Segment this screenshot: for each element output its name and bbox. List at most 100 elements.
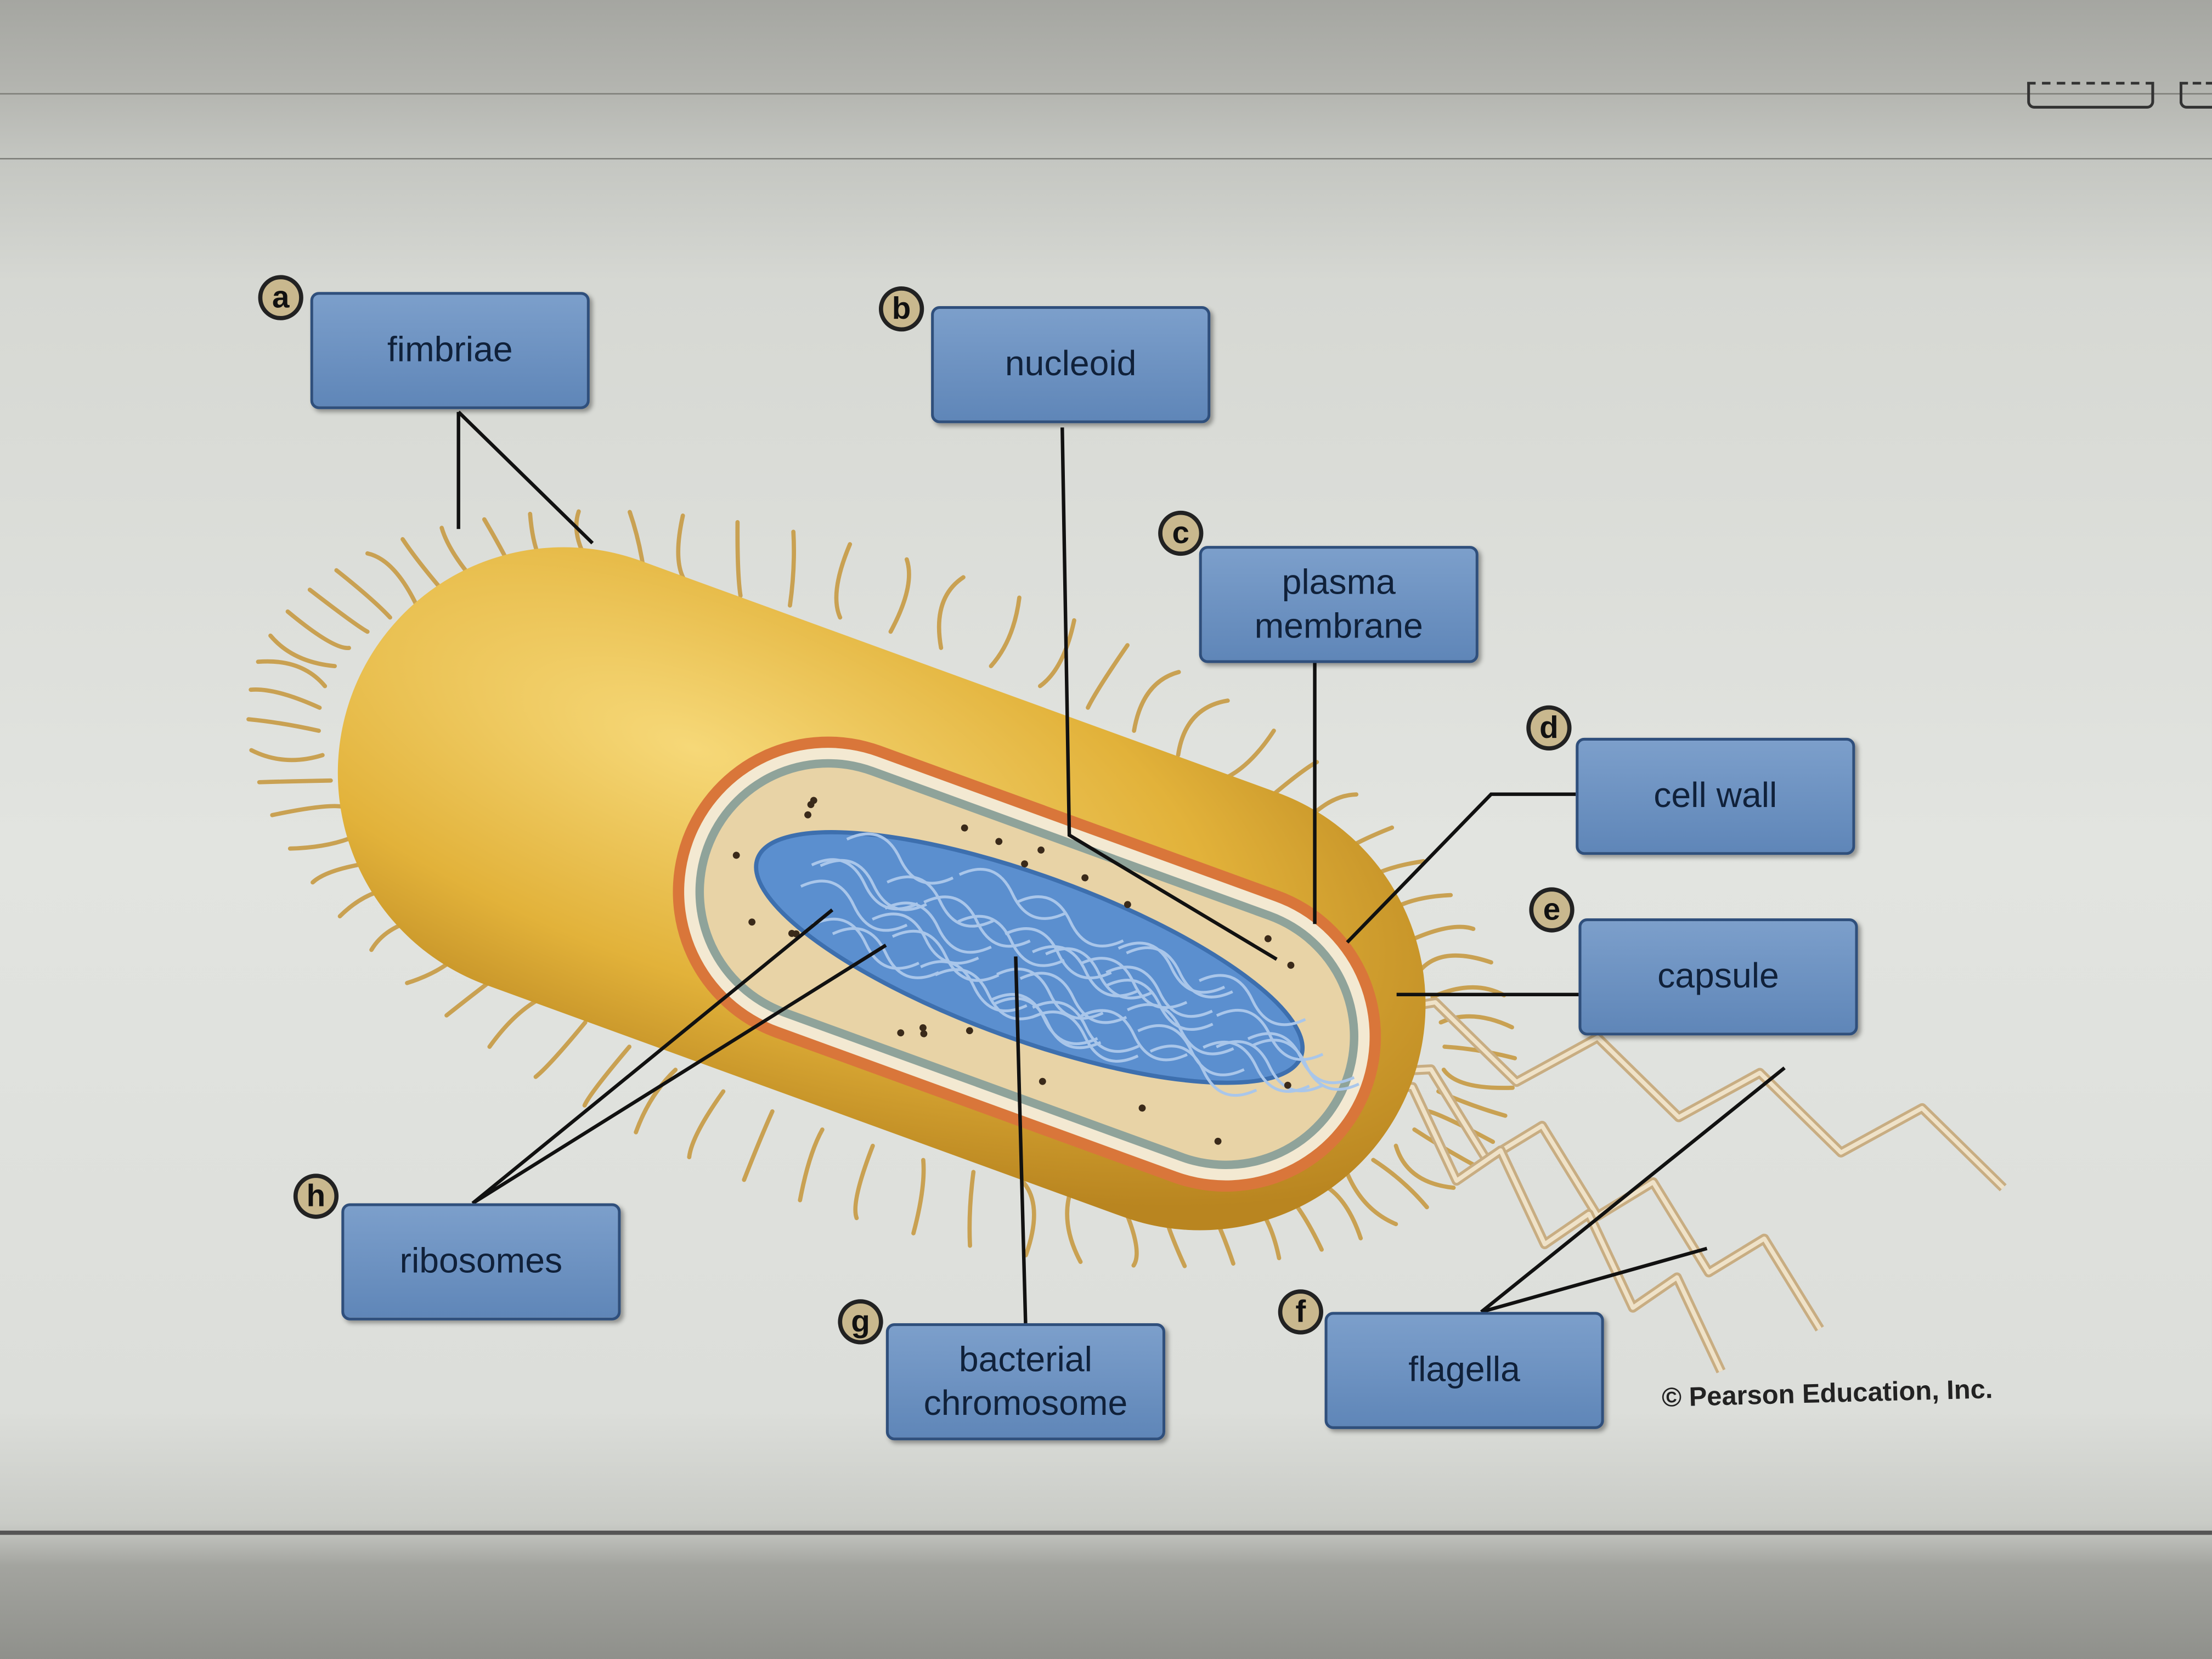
label-flagella[interactable]: flagella	[1324, 1312, 1604, 1429]
label-letter-e: e	[1529, 887, 1575, 933]
label-capsule[interactable]: capsule	[1578, 918, 1858, 1036]
leader-line-nucleoid	[1060, 427, 1278, 961]
ribosome	[920, 1030, 928, 1037]
ribosome	[966, 1027, 973, 1035]
fimbria	[249, 748, 325, 763]
fimbria	[1393, 1143, 1456, 1190]
fimbria	[936, 575, 966, 650]
dna-strand	[1199, 974, 1306, 1026]
ribosome	[810, 797, 817, 804]
leader-line-cell-wall	[1346, 792, 1576, 944]
dna-strand	[1106, 979, 1214, 1031]
ribosome	[732, 851, 740, 859]
flagellum-highlight	[1375, 1067, 1822, 1330]
dna-strand	[1031, 1010, 1139, 1063]
fimbria	[634, 1068, 678, 1135]
fimbria	[246, 717, 321, 733]
fimbria	[742, 1109, 775, 1182]
fimbria	[487, 995, 546, 1049]
toolbar-button[interactable]	[2027, 82, 2154, 109]
dna-strand	[1105, 966, 1213, 1018]
divider	[0, 93, 2212, 95]
dna-strand	[1203, 1040, 1310, 1093]
ribosome	[1287, 962, 1295, 969]
ribosome	[804, 811, 811, 819]
ribosomes	[732, 797, 1295, 1145]
flagellum-highlight	[1368, 1084, 1723, 1373]
fimbria	[1344, 1170, 1398, 1227]
dna-strand	[957, 915, 1065, 967]
fimbria	[365, 551, 419, 608]
dna-strand	[1137, 1024, 1245, 1076]
fimbria	[1217, 729, 1276, 783]
fimbria	[798, 1127, 825, 1203]
label-plasma-membrane[interactable]: plasma membrane	[1199, 546, 1479, 663]
dna-strand	[1032, 945, 1139, 997]
ribosome	[961, 824, 968, 832]
fimbria	[1132, 670, 1181, 733]
dna-strand	[811, 858, 919, 911]
label-letter-d: d	[1526, 705, 1572, 751]
divider	[0, 157, 2212, 160]
label-letter-c: c	[1158, 510, 1204, 556]
leader-line-chromosome	[1014, 956, 1028, 1324]
dna-strand	[1127, 1003, 1234, 1056]
bacterial-chromosome	[800, 832, 1359, 1097]
ribosome	[1039, 1077, 1046, 1085]
fimbria	[249, 687, 322, 710]
dna-strand	[1080, 957, 1188, 1009]
ribosome	[1264, 935, 1272, 943]
fimbria	[687, 1089, 726, 1160]
label-bacterial-chromosome[interactable]: bacterial chromosome	[885, 1323, 1165, 1441]
fimbria	[967, 1170, 976, 1248]
dna-strand	[1080, 1009, 1188, 1062]
label-letter-a: a	[258, 275, 303, 320]
fimbria	[1426, 1109, 1496, 1144]
ribosome	[1037, 847, 1045, 854]
dna-strand	[812, 917, 919, 970]
flagellum-highlight	[1353, 1000, 2005, 1189]
dna-strand	[832, 927, 940, 979]
fimbria	[1441, 1068, 1515, 1090]
ribosome	[919, 1024, 927, 1031]
fimbria	[533, 1020, 588, 1079]
dna-strand	[1216, 1040, 1323, 1093]
ribosome	[897, 1029, 905, 1037]
fimbria	[307, 588, 370, 634]
ribosome	[1021, 860, 1028, 868]
fimbria	[834, 542, 853, 620]
label-nucleoid[interactable]: nucleoid	[931, 306, 1211, 424]
leader-line-ribosomes	[471, 909, 887, 1205]
fimbria	[1038, 618, 1076, 689]
fimbria	[268, 633, 337, 669]
fimbria	[788, 529, 796, 608]
leader-line-flagella	[1480, 1066, 1786, 1314]
label-ribosomes[interactable]: ribosomes	[341, 1203, 621, 1321]
ribosome	[1284, 1081, 1291, 1089]
dna-strand	[1149, 1045, 1257, 1097]
label-fimbriae[interactable]: fimbriae	[310, 292, 590, 409]
ribosome	[1214, 1137, 1222, 1145]
dna-strand	[1032, 1001, 1139, 1053]
fimbria	[1418, 953, 1493, 973]
dna-strand	[958, 867, 1066, 920]
fimbria	[270, 804, 346, 817]
dna-strand	[1126, 946, 1233, 998]
dna-strand	[887, 875, 994, 928]
leader-lines	[456, 410, 1786, 1324]
dna-strand	[920, 960, 1028, 1013]
label-letter-b: b	[878, 286, 924, 332]
dna-strand	[1019, 972, 1127, 1024]
label-letter-f: f	[1278, 1289, 1323, 1335]
label-cell-wall[interactable]: cell wall	[1576, 737, 1855, 855]
dna-strand	[846, 832, 954, 885]
fimbria	[582, 1045, 631, 1108]
ribosome	[748, 918, 756, 926]
dna-strand	[1247, 1032, 1355, 1085]
ribosome	[1081, 874, 1089, 882]
fimbria	[285, 609, 351, 650]
label-letter-h: h	[293, 1173, 339, 1219]
toolbar-button[interactable]	[2179, 82, 2212, 109]
